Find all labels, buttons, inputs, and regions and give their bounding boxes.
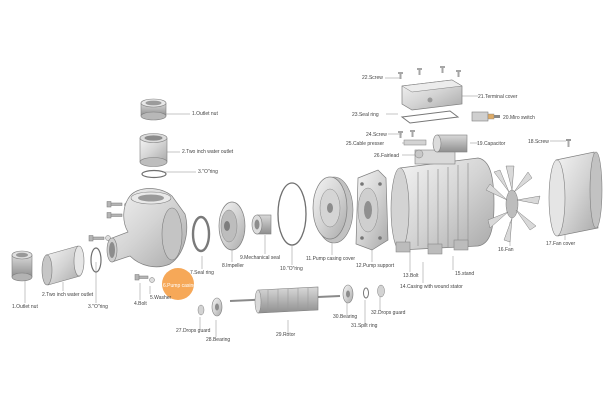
label-casing-stator: 14.Casing with wound stator [400, 284, 463, 290]
label-fairlead: 26.Fairlead [374, 153, 400, 159]
capacitor-part [432, 134, 468, 153]
label-pump-casing: 6.Pump casing [163, 283, 197, 289]
rotor-assembly [197, 284, 385, 317]
label-outlet-nut-top: 1.Outlet nut [192, 111, 218, 117]
label-cable-presser: 25.Cable presser [346, 141, 385, 147]
label-impeller: 8.Impeller [222, 263, 244, 269]
label-drops-guard-right: 32.Drops guard [371, 310, 406, 316]
outlet-nut-left-part [11, 250, 33, 282]
split-ring-part [363, 287, 369, 299]
mechanical-seal-part [251, 214, 272, 235]
label-bolt-motor: 13.Bolt [403, 273, 419, 279]
fan-part [485, 165, 541, 243]
label-o-ring-left: 3."O"ring [88, 304, 108, 310]
label-water-outlet-top: 2.Two inch water outlet [182, 149, 234, 155]
drops-guard-right-part [377, 284, 385, 298]
label-fan: 16.Fan [498, 247, 514, 253]
seal-ring-part [191, 215, 211, 253]
screw-fan-part [566, 139, 571, 147]
water-outlet-left-part [41, 245, 85, 286]
pump-casing-cover-part [312, 176, 354, 244]
label-washer: 5.Washer [150, 295, 172, 301]
label-water-outlet-left: 2.Two inch water outlet [42, 292, 94, 298]
label-gasket: 23.Seal ring [352, 112, 379, 118]
water-outlet-top-part [139, 133, 168, 167]
screws-terminal-part [398, 66, 461, 79]
label-outlet-nut-left: 1.Outlet nut [12, 304, 38, 310]
screws-cable-part [398, 130, 415, 138]
label-screw-terminal: 22.Screw [362, 75, 383, 81]
label-screw-cable: 24.Screw [366, 132, 387, 138]
label-mechanical-seal: 9.Mechanical seal [240, 255, 281, 261]
outlet-nut-top-part [140, 98, 167, 121]
label-bolt: 4.Bolt [134, 301, 147, 307]
label-o-ring-top: 3."O"ring [198, 169, 218, 175]
highlight-marker [162, 268, 194, 300]
label-fan-cover: 17.Fan cover [546, 241, 576, 247]
label-split-ring: 31.Spilt ring [351, 323, 378, 329]
gasket-part [400, 110, 460, 124]
label-stand: 15.stand [455, 271, 475, 277]
o-ring-large-part [277, 182, 307, 246]
label-o-ring-large: 10."O"ring [280, 266, 303, 272]
label-screw-fan: 18.Screw [528, 139, 549, 145]
label-micro-switch: 20.Miro switch [503, 115, 535, 121]
impeller-part [218, 201, 246, 251]
label-capacitor: 19.Capacitor [477, 141, 506, 147]
label-pump-casing-cover: 11.Pump casing cover [306, 256, 356, 262]
label-bearing-right: 30.Bearing [333, 314, 358, 320]
pump-support-part [355, 169, 389, 251]
motor-casing-part [390, 149, 495, 255]
micro-switch-part [471, 111, 500, 122]
bolts-group [88, 201, 149, 281]
label-rotor: 29.Rotor [276, 332, 296, 338]
label-seal-ring: 7.Seal ring [190, 270, 214, 276]
o-ring-top-part [141, 169, 167, 179]
fan-cover-part [548, 151, 603, 237]
drops-guard-left-part [197, 304, 205, 316]
label-pump-support: 12.Pump support [356, 263, 395, 269]
label-bearing-left: 28.Bearing [206, 337, 231, 343]
o-ring-left-part [90, 247, 102, 273]
cable-presser-part [403, 139, 427, 146]
pump-casing-part [106, 188, 188, 268]
label-terminal-cover: 21.Terminal cover [478, 94, 518, 100]
label-drops-guard-left: 27.Drops guard [176, 328, 211, 334]
fairlead-part [414, 149, 424, 159]
terminal-cover-part [401, 79, 463, 111]
